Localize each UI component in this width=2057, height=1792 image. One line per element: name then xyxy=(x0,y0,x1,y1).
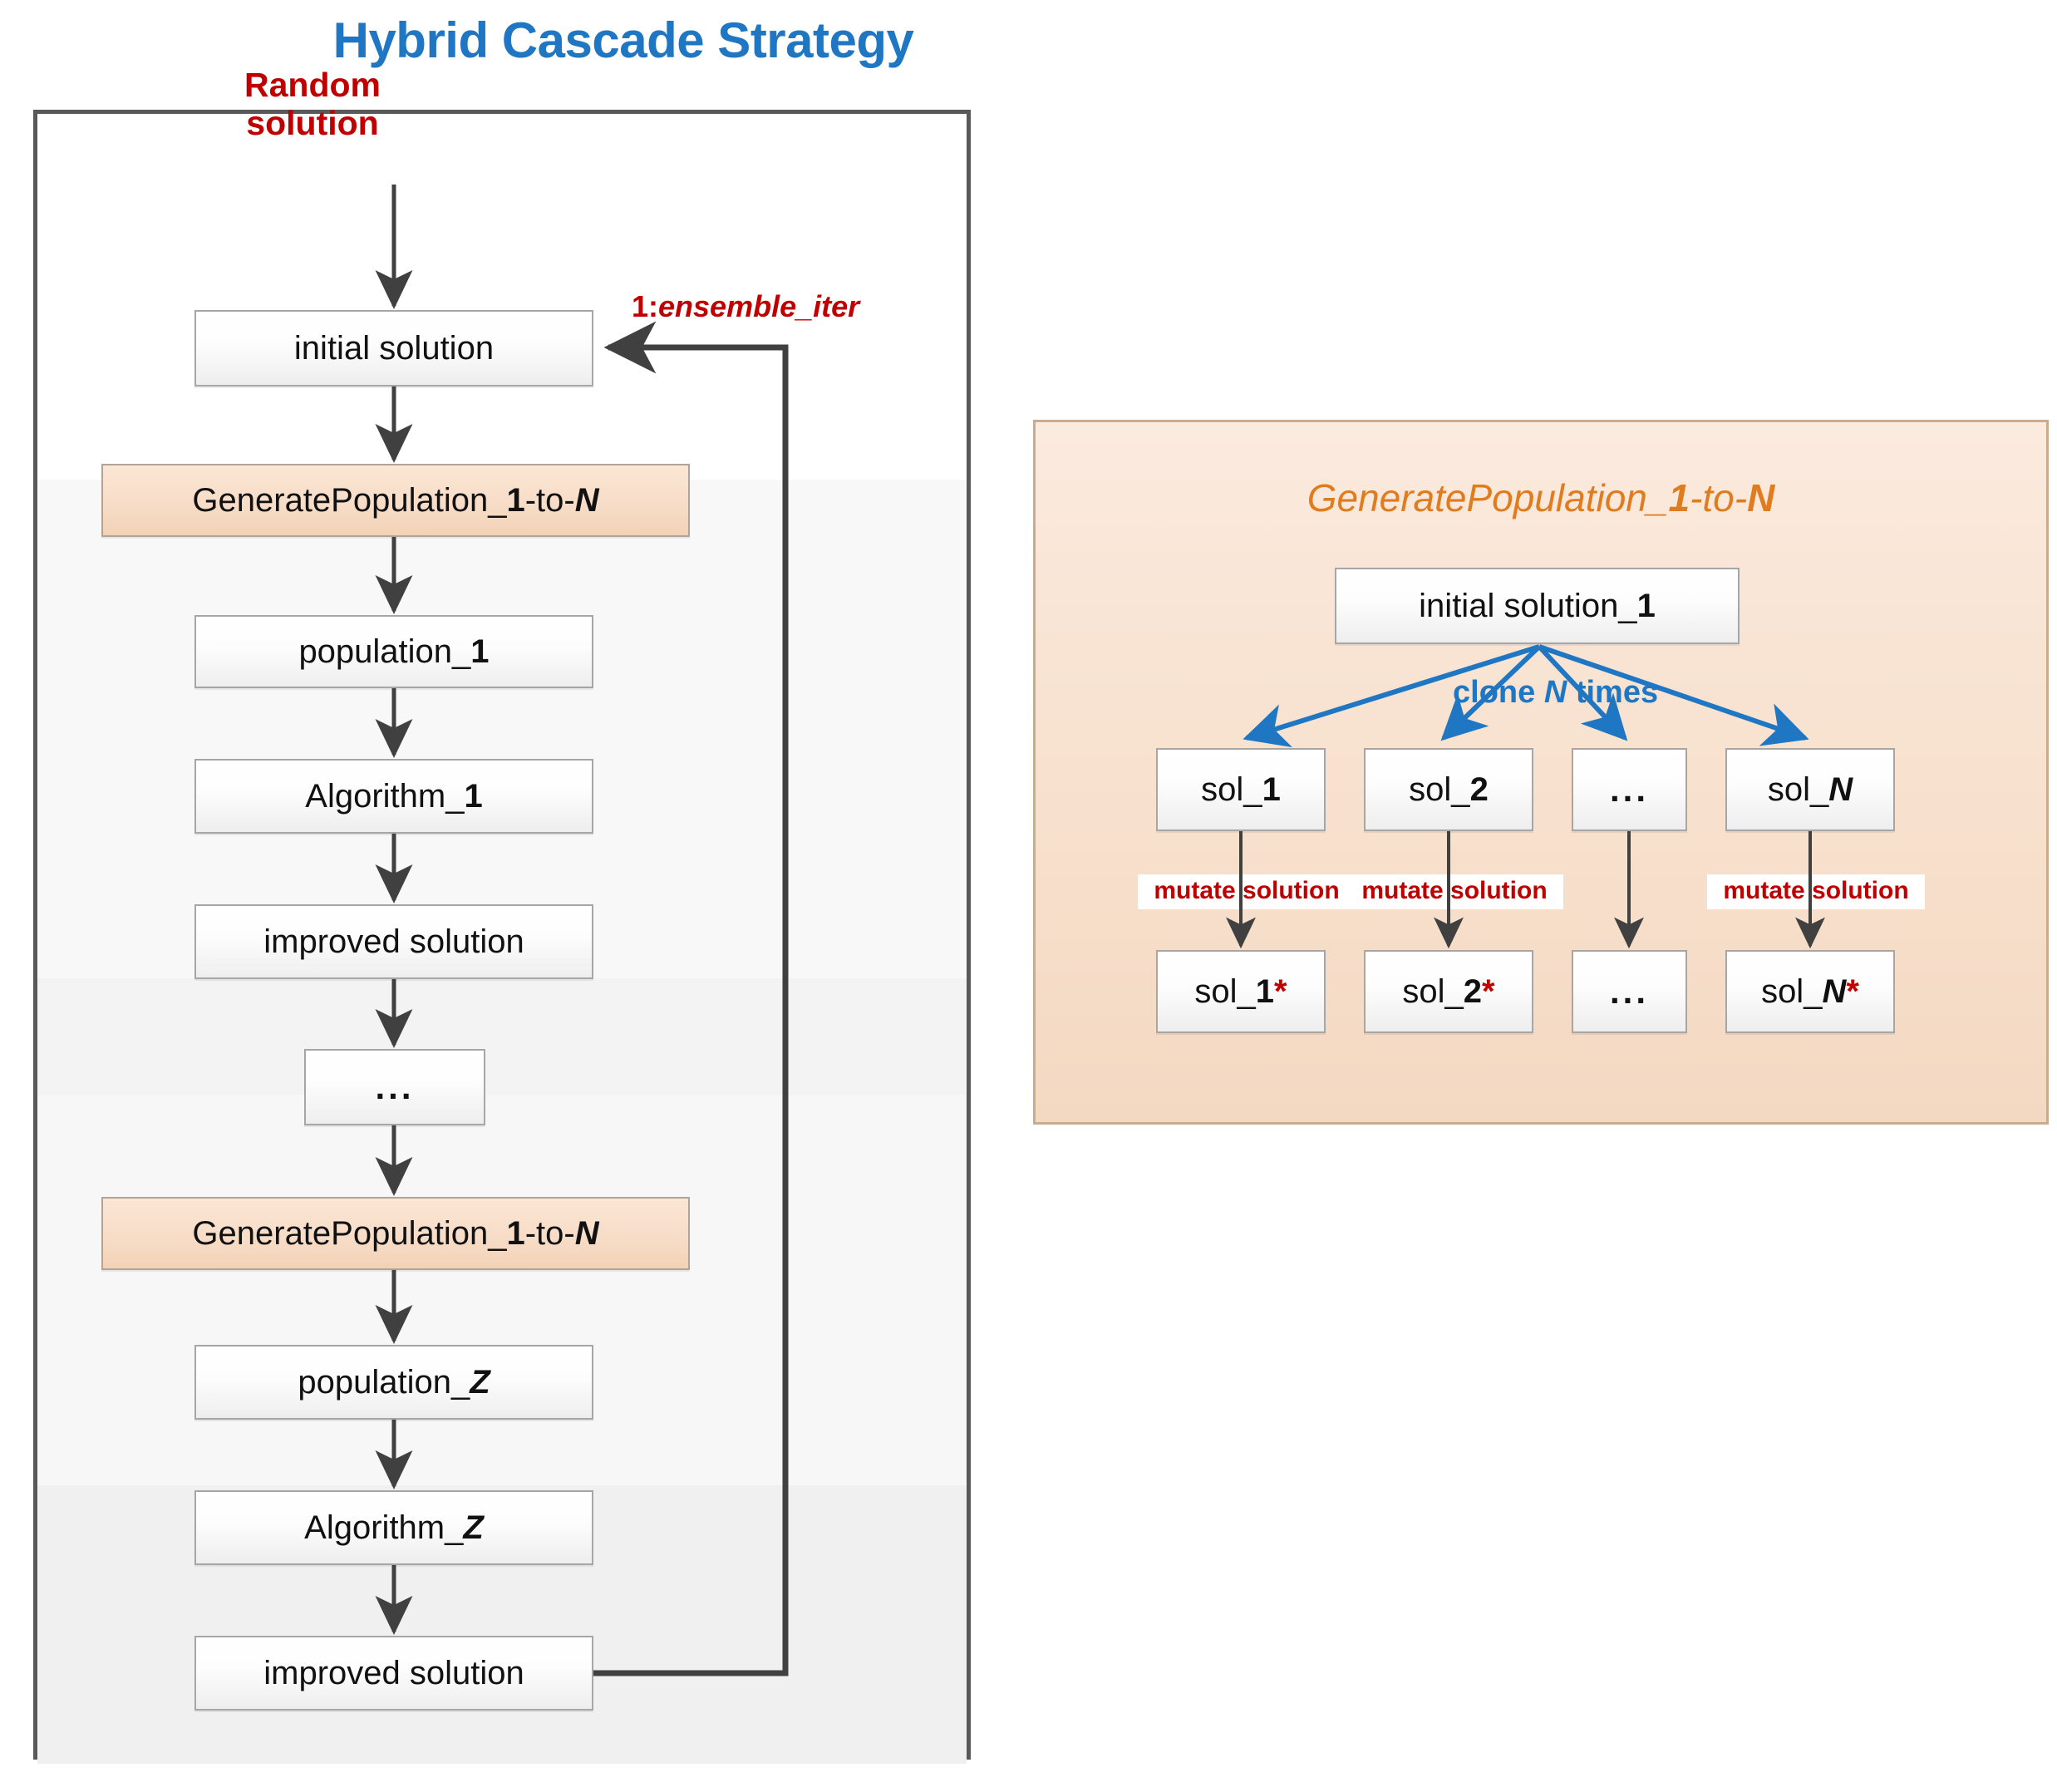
node-algorithm-z[interactable]: Algorithm_Z xyxy=(194,1490,593,1565)
node-algorithm-1-label: Algorithm_1 xyxy=(305,778,483,815)
node-sol-1-suffix: 1 xyxy=(1262,771,1281,808)
gp-title-one: 1 xyxy=(1668,476,1690,519)
node-algorithm-1[interactable]: Algorithm_1 xyxy=(194,759,593,834)
node-ellipsis-middle[interactable]: ... xyxy=(304,1049,485,1125)
node-generate-population-1-label: GeneratePopulation_1-to-N xyxy=(192,482,599,519)
clone-label-suffix: times xyxy=(1567,675,1659,710)
node-population-1[interactable]: population_1 xyxy=(194,615,593,688)
node-generate-population-2-label: GeneratePopulation_1-to-N xyxy=(192,1215,599,1252)
node-sol-ellipsis-clone[interactable]: ... xyxy=(1572,748,1687,831)
node-sol-1-star-asterisk: * xyxy=(1274,973,1287,1010)
mutate-solution-label-1: mutate solution xyxy=(1138,874,1356,909)
node-ellipsis-middle-label: ... xyxy=(375,1067,415,1106)
generate-population-panel-title: GeneratePopulation_1-to-N xyxy=(1033,475,2049,520)
node-generate-population-2[interactable]: GeneratePopulation_1-to-N xyxy=(101,1197,690,1270)
background-band-3 xyxy=(37,1095,967,1485)
node-sol-n-star-prefix: sol_ xyxy=(1761,973,1823,1010)
node-sol-2-star[interactable]: sol_2* xyxy=(1364,950,1533,1033)
node-sol-1-star[interactable]: sol_1* xyxy=(1156,950,1326,1033)
node-initial-solution-label: initial solution xyxy=(293,330,495,367)
page-title: Hybrid Cascade Strategy xyxy=(332,12,914,68)
node-initial-solution[interactable]: initial solution xyxy=(194,310,593,386)
ensemble-iter-label: 1:ensemble_iter xyxy=(632,289,859,324)
node-gp-initial-solution-1-suffix: 1 xyxy=(1636,588,1656,624)
node-improved-solution-1[interactable]: improved solution xyxy=(194,904,593,979)
node-improved-solution-1-label: improved solution xyxy=(263,923,524,960)
node-sol-2-star-suffix: 2 xyxy=(1463,973,1483,1010)
clone-label-prefix: clone xyxy=(1453,675,1544,710)
node-sol-ellipsis-clone-label: ... xyxy=(1609,770,1649,809)
background-band-2 xyxy=(37,978,967,1095)
node-sol-2-suffix: 2 xyxy=(1469,771,1489,808)
node-sol-n-star[interactable]: sol_N* xyxy=(1725,950,1895,1033)
node-sol-2-prefix: sol_ xyxy=(1409,771,1470,808)
node-population-z[interactable]: population_Z xyxy=(194,1345,593,1420)
node-sol-1[interactable]: sol_1 xyxy=(1156,748,1326,831)
node-gp-initial-solution-1-prefix: initial solution_ xyxy=(1419,588,1637,624)
node-sol-n-prefix: sol_ xyxy=(1767,771,1829,808)
node-sol-2-star-asterisk: * xyxy=(1482,973,1495,1010)
node-sol-ellipsis-mutated[interactable]: ... xyxy=(1572,950,1687,1033)
clone-label-variable: N xyxy=(1543,675,1567,710)
node-population-1-label: population_1 xyxy=(298,633,490,670)
node-algorithm-z-label: Algorithm_Z xyxy=(304,1509,484,1546)
node-generate-population-1[interactable]: GeneratePopulation_1-to-N xyxy=(101,464,690,537)
node-improved-solution-z[interactable]: improved solution xyxy=(194,1636,593,1711)
gp-title-n: N xyxy=(1747,476,1775,519)
node-sol-n[interactable]: sol_N xyxy=(1725,748,1895,831)
random-solution-line2: solution xyxy=(246,103,379,142)
gp-title-prefix: GeneratePopulation_ xyxy=(1307,476,1669,519)
background-band-1 xyxy=(37,480,967,978)
node-sol-1-prefix: sol_ xyxy=(1201,771,1262,808)
node-gp-initial-solution-1[interactable]: initial solution_1 xyxy=(1335,568,1740,644)
clone-n-times-label: clone N times xyxy=(1453,675,1658,711)
node-sol-ellipsis-mutated-label: ... xyxy=(1609,972,1649,1011)
node-sol-1-star-prefix: sol_ xyxy=(1194,973,1256,1010)
node-sol-2-star-prefix: sol_ xyxy=(1402,973,1464,1010)
node-sol-n-star-suffix: N xyxy=(1822,973,1847,1010)
node-population-z-label: population_Z xyxy=(298,1364,490,1401)
node-sol-1-star-suffix: 1 xyxy=(1255,973,1275,1010)
mutate-solution-label-2: mutate solution xyxy=(1346,874,1563,909)
node-improved-solution-z-label: improved solution xyxy=(263,1655,524,1691)
random-solution-line1: Random xyxy=(244,66,381,104)
node-sol-2[interactable]: sol_2 xyxy=(1364,748,1533,831)
ensemble-iter-variable: ensemble_iter xyxy=(658,289,860,323)
gp-title-mid: -to- xyxy=(1690,476,1748,519)
ensemble-iter-prefix: 1: xyxy=(632,289,659,323)
node-sol-n-suffix: N xyxy=(1828,771,1853,808)
mutate-solution-label-3: mutate solution xyxy=(1707,874,1925,909)
random-solution-label: Random solution xyxy=(204,66,421,143)
node-sol-n-star-asterisk: * xyxy=(1846,973,1859,1010)
